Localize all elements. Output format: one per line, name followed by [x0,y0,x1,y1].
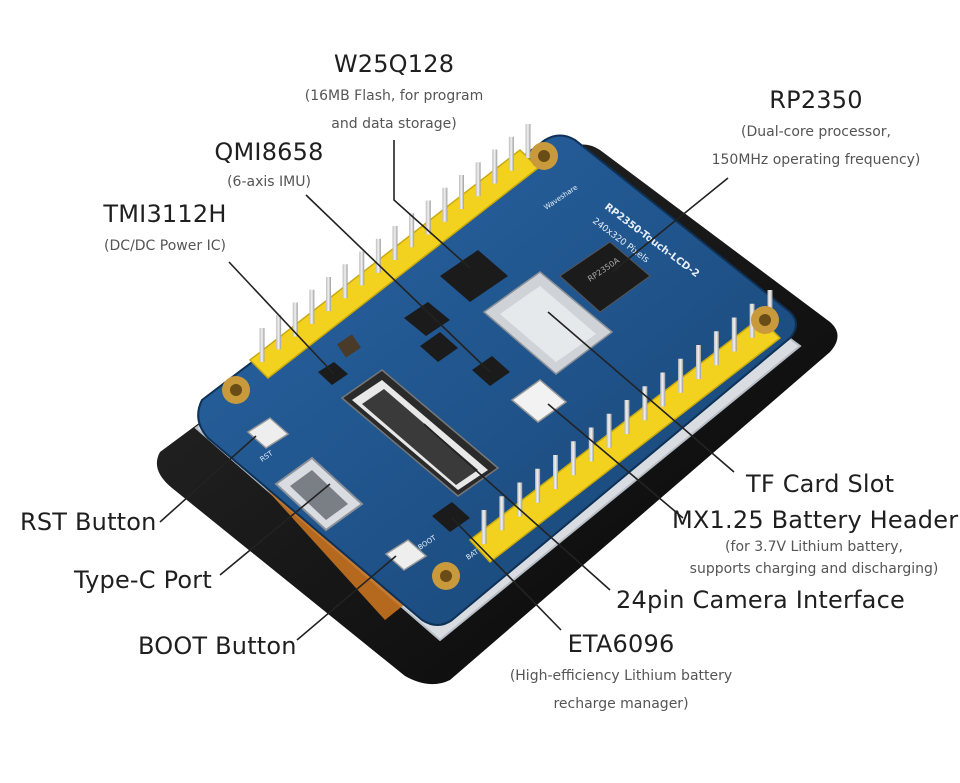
header-pin [425,200,431,235]
header-pin [375,238,381,273]
leader-eta6096 [451,517,562,631]
label-camera: 24pin Camera Interface [616,586,905,614]
header-pin [342,264,348,299]
leader-boot [296,555,397,641]
header-pin [492,149,498,184]
header-pin [678,358,684,393]
leader-rst [159,435,257,523]
label-tmi3112h-sub1: (DC/DC Power IC) [104,238,226,254]
header-pin [475,162,481,197]
header-pin [624,400,630,434]
label-rst-button: RST Button [20,508,157,536]
header-pin [309,289,315,324]
label-w25q128-sub2: and data storage) [331,116,457,132]
label-battery-header-sub2: supports charging and discharging) [689,561,939,577]
label-rp2350-title: RP2350 [769,86,863,114]
header-bottom-right [468,290,782,564]
label-rst-button-title: RST Button [20,508,157,536]
header-pin [392,226,398,260]
label-typec: Type-C Port [74,566,212,594]
header-pin [459,175,464,209]
header-pin [731,317,737,352]
boot-switch [384,539,428,571]
leader-camera [423,423,611,591]
label-qmi8658-sub1: (6-axis IMU) [227,174,311,190]
label-boot-button-title: BOOT Button [138,632,297,660]
header-pin [660,372,666,407]
header-pin [553,455,558,489]
header-pin [259,328,265,362]
label-typec-title: Type-C Port [74,566,212,594]
header-pin [517,482,523,517]
label-tf-card-title: TF Card Slot [746,470,895,498]
label-qmi8658-title: QMI8658 [214,138,324,166]
label-camera-title: 24pin Camera Interface [616,586,905,614]
label-w25q128-title: W25Q128 [333,50,455,78]
header-pin [588,427,594,462]
header-pin [276,315,282,350]
label-battery-header: MX1.25 Battery Header (for 3.7V Lithium … [672,506,959,580]
label-eta6096-title: ETA6096 [567,630,675,658]
leader-qmi8658 [305,194,491,373]
leader-tf-card [547,311,735,473]
tf-card-slot [482,271,614,375]
header-pin [359,251,365,286]
leader-battery [547,403,684,519]
header-pin [713,331,719,366]
label-w25q128-sub1: (16MB Flash, for program [304,88,484,104]
header-pin [525,124,531,158]
header-pin [570,441,576,476]
header-pin [409,213,415,248]
header-top-left [248,124,540,379]
camera-connector [340,369,500,497]
mounting-holes [222,142,779,590]
label-tmi3112h-title: TMI3112H [103,200,227,228]
leader-lines [159,140,735,641]
label-eta6096-sub1: (High-efficiency Lithium battery [509,668,733,684]
label-eta6096-sub2: recharge manager) [553,696,689,712]
header-pin [642,386,648,421]
label-rp2350-sub2: 150MHz operating frequency) [711,152,921,168]
leader-w25q128 [393,140,471,269]
leader-rp2350 [611,177,729,273]
header-pin [442,187,448,222]
label-tf-card: TF Card Slot [746,470,894,498]
label-eta6096: ETA6096 (High-efficiency Lithium battery… [490,630,752,718]
label-rp2350-sub1: (Dual-core processor, [741,124,891,140]
header-pin [606,413,612,448]
header-pin [326,277,331,311]
charger-chip [432,502,470,532]
header-pin [696,345,701,379]
header-pin [499,496,505,531]
leader-tmi3112h [228,261,335,375]
leader-typec [219,483,331,576]
label-battery-header-sub1: (for 3.7V Lithium battery, [725,539,903,555]
battery-header [510,379,568,423]
label-tmi3112h: TMI3112H (DC/DC Power IC) [90,200,240,260]
header-pin [481,510,487,544]
label-battery-header-title: MX1.25 Battery Header [672,506,959,534]
header-pin [292,302,298,337]
flash-chip [440,250,508,302]
label-qmi8658: QMI8658 (6-axis IMU) [204,138,334,196]
header-pin [535,468,541,503]
label-rp2350: RP2350 (Dual-core processor, 150MHz oper… [696,86,936,174]
label-w25q128: W25Q128 (16MB Flash, for program and dat… [294,50,494,138]
label-boot-button: BOOT Button [138,632,297,660]
rst-switch [246,417,290,449]
header-pin [508,136,514,171]
